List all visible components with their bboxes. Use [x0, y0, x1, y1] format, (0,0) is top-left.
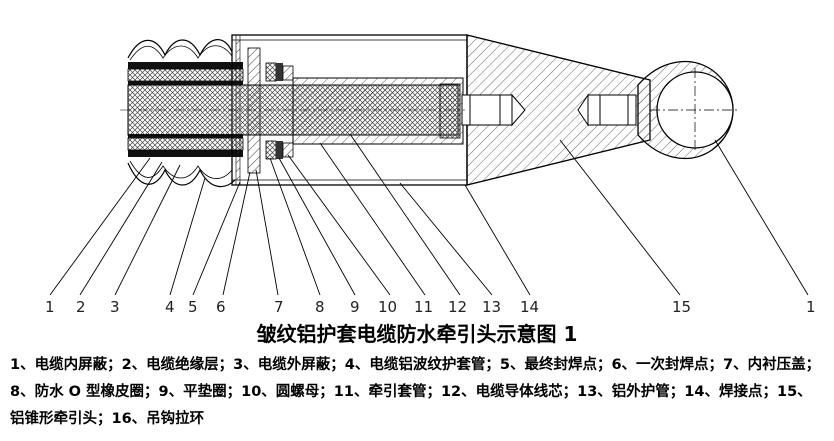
callout-13: 13: [482, 298, 501, 315]
callout-12: 12: [448, 298, 467, 315]
callout-8: 8: [315, 298, 325, 315]
callout-1: 1: [45, 298, 55, 315]
callout-15: 15: [672, 298, 691, 315]
corrugated-sheath-top: [127, 39, 233, 59]
cable-pulling-head-diagram: 1 2 3 4 5 6 7 8 9 10 11 12 13 14 15 1: [45, 34, 816, 315]
outer-screen-top: [128, 62, 243, 69]
callout-11: 11: [414, 298, 433, 315]
callout-7: 7: [274, 298, 284, 315]
diagram-legend: 1、电缆内屏蔽；2、电缆绝缘层；3、电缆外屏蔽；4、电缆铝波纹护套管；5、最终封…: [10, 357, 821, 427]
corrugated-sheath-bottom: [127, 162, 236, 188]
insulation-top: [127, 68, 244, 82]
callout-14: 14: [520, 298, 539, 315]
nut-bottom: [282, 142, 294, 158]
o-ring-top: [265, 62, 277, 82]
callout-3: 3: [110, 298, 120, 315]
outer-screen-bottom: [128, 150, 243, 157]
callout-10: 10: [378, 298, 397, 315]
diagram-title: 皱纹铝护套电缆防水牵引头示意图 1: [256, 322, 578, 346]
callout-2: 2: [76, 298, 86, 315]
callout-16: 1: [806, 298, 816, 315]
washer-bottom: [276, 141, 283, 159]
o-ring-bottom: [265, 140, 277, 160]
inner-screen-top: [128, 81, 243, 85]
insulation-bottom: [127, 137, 244, 151]
callout-9: 9: [350, 298, 360, 315]
inner-screen-bottom: [128, 134, 243, 138]
callout-6: 6: [216, 298, 226, 315]
callout-4: 4: [165, 298, 175, 315]
callout-5: 5: [188, 298, 198, 315]
nut-top: [282, 65, 294, 81]
washer-top: [276, 63, 283, 81]
pulling-sleeve: [292, 77, 464, 145]
